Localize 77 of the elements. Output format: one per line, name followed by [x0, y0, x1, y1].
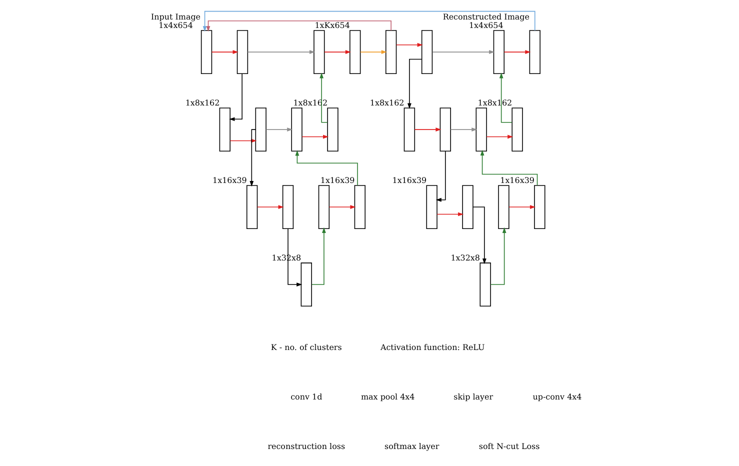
node-box — [476, 108, 487, 152]
arrow — [396, 42, 423, 47]
arrow — [288, 228, 302, 286]
node-box — [300, 262, 312, 306]
arrow — [508, 205, 536, 209]
arrow — [490, 227, 506, 285]
node-box — [462, 185, 474, 229]
arrow — [436, 151, 446, 202]
arrow — [436, 212, 464, 216]
node-box — [318, 185, 330, 229]
legend-label: up-conv 4x4 — [532, 392, 582, 402]
arrow — [295, 150, 358, 186]
arrow — [247, 50, 316, 54]
node-label: 1x8x162 — [185, 98, 220, 108]
label: K - no. of clusters — [270, 343, 342, 352]
node-box — [404, 108, 416, 152]
arrow — [432, 50, 495, 54]
legend-label: softmax layer — [384, 442, 440, 452]
node-box — [314, 30, 325, 74]
node-label: 1x32x8 — [450, 254, 480, 263]
arrow — [302, 134, 329, 139]
arrow — [504, 50, 531, 54]
arrow — [211, 50, 238, 54]
arrow — [472, 206, 486, 264]
arrow — [206, 20, 392, 32]
node-box — [291, 108, 302, 152]
node-label: 1x8x162 — [370, 98, 404, 108]
node-box — [246, 185, 258, 229]
node-box — [529, 30, 540, 74]
arrow — [486, 134, 514, 139]
node-box — [493, 30, 505, 74]
node-box — [440, 108, 451, 152]
node-box — [498, 185, 510, 229]
node-label: 1x4x654 — [468, 21, 504, 30]
node-box — [421, 30, 433, 74]
legend-label: max pool 4x4 — [361, 392, 415, 402]
arrow — [250, 129, 256, 187]
arrow — [499, 72, 512, 123]
node-box — [200, 30, 212, 74]
legend-label: skip layer — [454, 392, 494, 402]
node-label: 1xKx654 — [314, 21, 350, 30]
arrow — [407, 58, 422, 109]
node-label: 1x16x39 — [392, 176, 427, 186]
node-box — [236, 30, 248, 74]
node-label: 1x16x39 — [212, 176, 247, 186]
arrow — [450, 128, 478, 132]
arrow — [202, 10, 536, 32]
arrow — [328, 205, 356, 209]
arrow — [256, 205, 284, 209]
arrow — [229, 73, 242, 122]
node-label: 1x4x654 — [158, 21, 193, 30]
arrow — [230, 138, 257, 143]
arrow — [312, 227, 326, 285]
node-box — [219, 108, 230, 152]
node-box — [480, 262, 491, 306]
legend-label: conv 1d — [290, 392, 322, 402]
node-label: 1x16x39 — [320, 176, 355, 186]
node-box — [350, 30, 361, 74]
node-box — [354, 185, 366, 229]
node-label: Reconstructed Image — [442, 12, 530, 22]
node-box — [282, 185, 294, 229]
legend-label: soft N-cut Loss — [478, 442, 540, 452]
arrow — [360, 50, 387, 54]
legend-label: reconstruction loss — [268, 442, 346, 452]
arrow — [414, 128, 442, 132]
arrow — [324, 50, 351, 54]
node-box — [426, 185, 438, 229]
arrow — [266, 128, 293, 132]
arrow — [320, 72, 328, 123]
label: Activation function: ReLU — [380, 343, 485, 352]
node-box — [385, 30, 397, 74]
node-box — [512, 108, 523, 152]
node-box — [255, 108, 266, 152]
node-box — [327, 108, 338, 152]
node-label: 1x16x39 — [500, 176, 534, 186]
node-label: Input Image — [150, 12, 201, 22]
node-box — [534, 185, 546, 229]
